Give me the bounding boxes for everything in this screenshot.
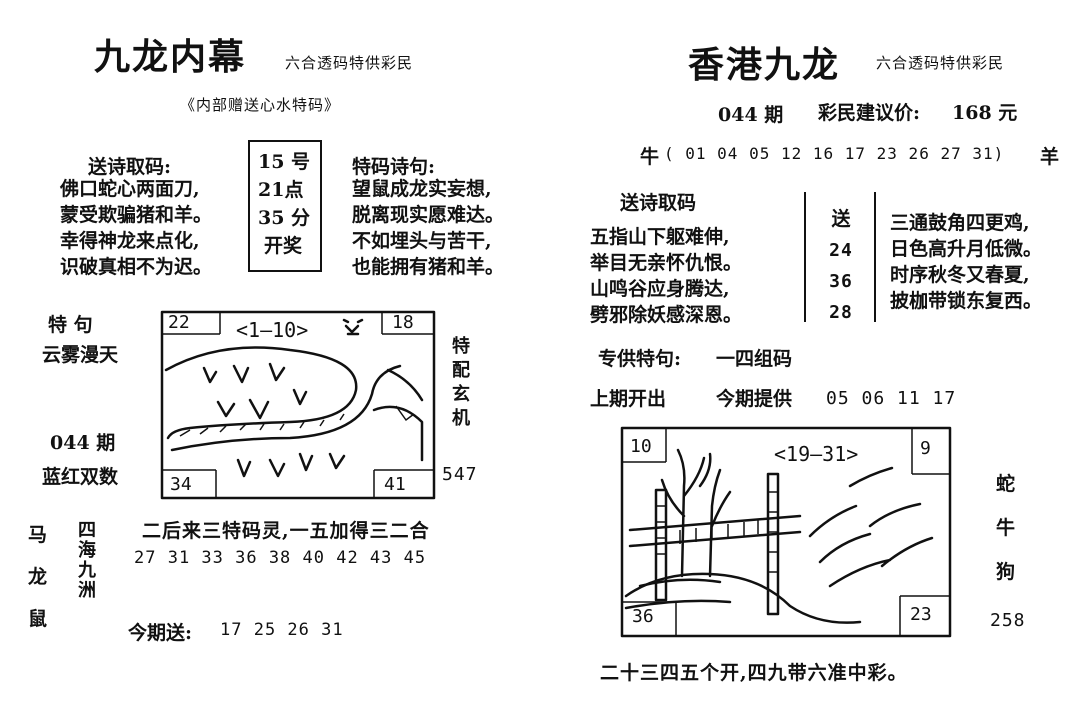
right-animal: 狗 xyxy=(996,561,1016,583)
right-tagline: 六合透码特供彩民 xyxy=(876,54,1005,72)
right-poem-line: 举目无亲怀仇恨。 xyxy=(590,252,743,274)
left-side-number: 547 xyxy=(442,464,478,485)
right-poem: 五指山下躯难伸, 举目无亲怀仇恨。 山鸣谷应身腾达, 劈邪除妖感深恩。 xyxy=(590,224,742,328)
left-special-heading: 特码诗句: xyxy=(352,156,436,178)
right-poem-heading: 送诗取码 xyxy=(620,192,697,214)
right-last-label: 上期开出 xyxy=(590,388,667,410)
left-pic-bottom-left-num: 34 xyxy=(170,474,192,495)
left-rule-text: 二后来三特码灵,一五加得三二合 xyxy=(142,520,430,542)
left-poem-line: 幸得神龙来点化, xyxy=(60,230,200,252)
left-today-label: 今期送: xyxy=(128,622,193,644)
right-issue: 044 期 xyxy=(718,104,784,126)
right-poem2-line: 三通鼓角四更鸡, xyxy=(890,212,1030,234)
right-pic-range: <19—31> xyxy=(774,442,859,466)
left-pic-range: <1—10> xyxy=(236,318,309,342)
right-poem-line: 劈邪除妖感深恩。 xyxy=(590,304,743,326)
left-pic-top-right-num: 18 xyxy=(392,312,414,333)
left-poem-heading: 送诗取码: xyxy=(88,156,172,178)
left-special-line: 也能拥有猪和羊。 xyxy=(352,256,505,278)
left-side-vertical: 特配玄机 xyxy=(449,336,470,432)
send-box-num: 28 xyxy=(829,302,853,323)
right-special-value: 一四组码 xyxy=(716,348,793,370)
left-animal: 马 xyxy=(28,524,48,546)
left-animal: 龙 xyxy=(28,566,48,588)
send-box: 送 24 36 28 xyxy=(826,204,856,328)
right-sheep-label: 羊 xyxy=(1040,146,1060,168)
right-pic-top-left-num: 10 xyxy=(630,436,652,457)
draw-time-box xyxy=(248,140,322,272)
send-box-right-border xyxy=(874,192,876,322)
right-poem-line: 山鸣谷应身腾达, xyxy=(590,278,730,300)
left-animal: 鼠 xyxy=(28,608,48,630)
left-poem-line: 蒙受欺骗猪和羊。 xyxy=(60,204,213,226)
left-pic-top-left-num: 22 xyxy=(168,312,190,333)
right-bottom-text: 二十三四五个开,四九带六准中彩。 xyxy=(600,662,908,684)
left-today-numbers: 17 25 26 31 xyxy=(220,620,344,640)
draw-day: 15 号 xyxy=(258,151,311,173)
left-title: 九龙内幕 xyxy=(94,36,247,78)
right-ox-label: 牛 xyxy=(640,146,660,168)
right-poem2-line: 时序秋冬又春夏, xyxy=(890,264,1030,286)
right-poem2-line: 日色高升月低微。 xyxy=(890,238,1043,260)
left-color-label: 蓝红双数 xyxy=(42,466,119,488)
left-poem-line: 佛口蛇心两面刀, xyxy=(60,178,200,200)
left-illustration xyxy=(160,310,436,500)
right-special-label: 专供特句: xyxy=(598,348,682,370)
right-poem2-line: 披枷带锁东复西。 xyxy=(890,290,1043,312)
right-ox-numbers: ( 01 04 05 12 16 17 23 26 27 31) xyxy=(664,144,1005,163)
right-animals: 蛇 牛 狗 xyxy=(996,462,1015,594)
right-this-label: 今期提供 xyxy=(716,388,793,410)
left-special-line: 不如埋头与苦干, xyxy=(352,230,492,252)
send-box-num: 24 xyxy=(829,240,853,261)
right-poem2: 三通鼓角四更鸡, 日色高升月低微。 时序秋冬又春夏, 披枷带锁东复西。 xyxy=(890,210,1042,314)
left-tagline: 六合透码特供彩民 xyxy=(285,54,414,72)
left-poem: 佛口蛇心两面刀, 蒙受欺骗猪和羊。 幸得神龙来点化, 识破真相不为迟。 xyxy=(60,176,212,280)
right-price: 168 元 xyxy=(952,102,1018,124)
left-tejv-text: 云雾漫天 xyxy=(42,344,119,366)
send-box-num: 36 xyxy=(829,271,853,292)
left-special-poem: 望鼠成龙实妄想, 脱离现实愿难达。 不如埋头与苦干, 也能拥有猪和羊。 xyxy=(352,176,504,280)
right-side-number: 258 xyxy=(990,610,1026,631)
right-illustration xyxy=(620,426,952,638)
left-pic-bottom-right-num: 41 xyxy=(384,474,406,495)
right-pic-top-right-num: 9 xyxy=(920,438,931,459)
draw-label: 开奖 xyxy=(264,235,303,257)
send-box-left-border xyxy=(804,192,806,322)
right-poem-line: 五指山下躯难伸, xyxy=(590,226,730,248)
left-subtitle: 《内部赠送心水特码》 xyxy=(180,96,341,114)
right-title: 香港九龙 xyxy=(688,44,841,86)
draw-time-text: 15 号 21点 35 分 开奖 xyxy=(258,148,310,260)
right-animal: 蛇 xyxy=(996,473,1016,495)
left-issue: 044 期 xyxy=(50,432,116,454)
right-this-numbers: 05 06 11 17 xyxy=(826,388,957,409)
draw-minute: 35 分 xyxy=(258,207,311,229)
left-special-line: 望鼠成龙实妄想, xyxy=(352,178,492,200)
left-tejv-label: 特 句 xyxy=(48,314,93,336)
right-pic-bottom-right-num: 23 xyxy=(910,604,932,625)
right-price-label: 彩民建议价: xyxy=(818,102,921,124)
right-pic-bottom-left-num: 36 xyxy=(632,606,654,627)
draw-hour: 21点 xyxy=(258,179,304,201)
left-animals: 马 龙 鼠 xyxy=(28,514,47,640)
left-numbers: 27 31 33 36 38 40 42 43 45 xyxy=(134,548,427,568)
send-box-label: 送 xyxy=(831,208,851,230)
left-poem-line: 识破真相不为迟。 xyxy=(60,256,213,278)
left-sihai-vertical: 四海九洲 xyxy=(75,520,96,600)
right-animal: 牛 xyxy=(996,517,1016,539)
left-special-line: 脱离现实愿难达。 xyxy=(352,204,505,226)
